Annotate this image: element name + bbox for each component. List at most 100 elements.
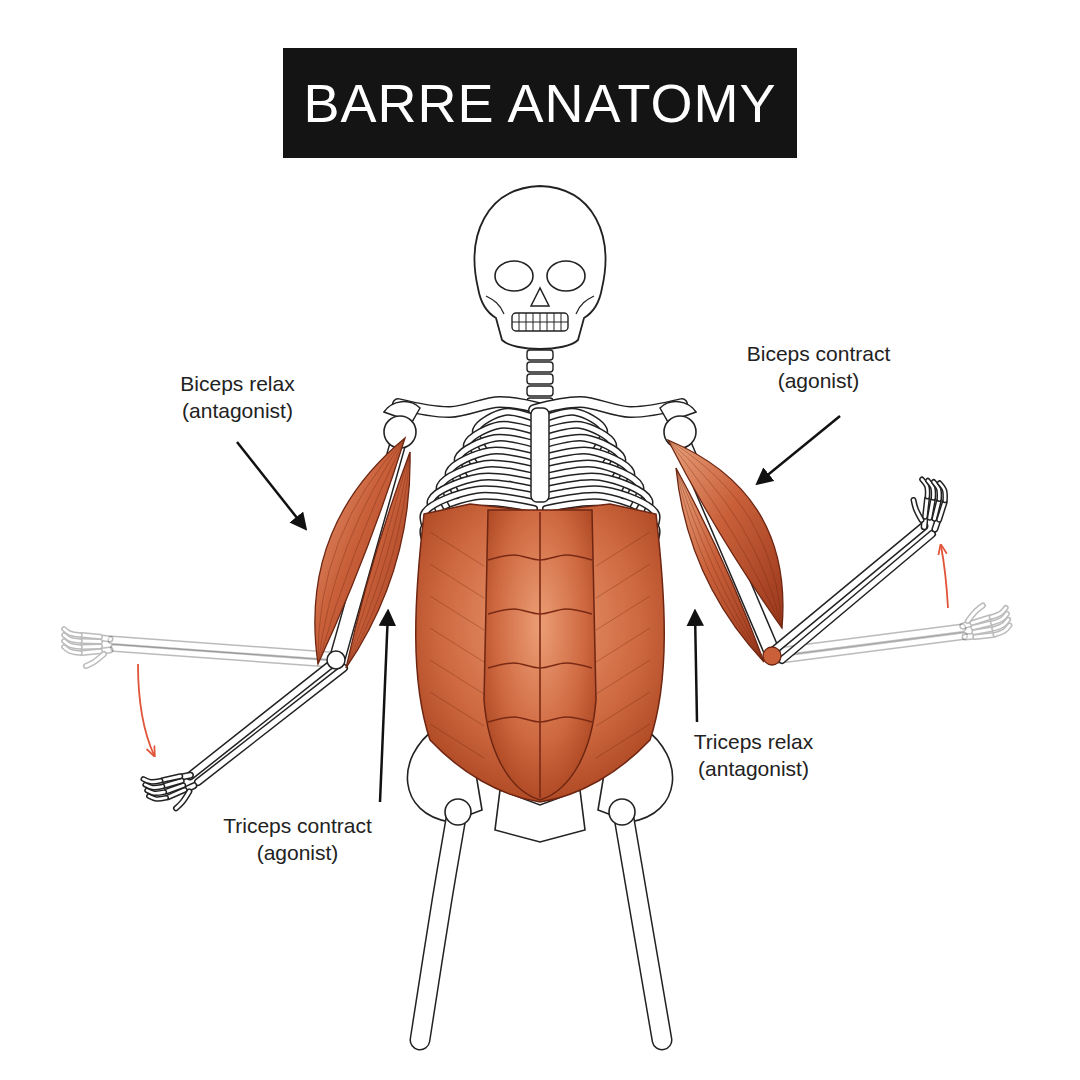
carpal <box>935 521 938 529</box>
biceps-muscle <box>318 438 405 664</box>
oblique-muscle <box>416 504 665 802</box>
elbow-joint <box>763 647 781 665</box>
forearm-bone <box>190 662 334 776</box>
leader-arrow <box>758 416 840 483</box>
finger <box>143 774 160 786</box>
carpal <box>102 638 110 639</box>
finger <box>64 629 80 635</box>
finger <box>143 774 160 786</box>
skull <box>512 313 568 331</box>
skull <box>475 186 606 349</box>
ghost-hand <box>959 601 1010 641</box>
metacarpal <box>82 635 100 637</box>
biceps-muscle <box>315 438 405 664</box>
metacarpal <box>163 775 181 782</box>
metacarpal <box>975 633 993 639</box>
metacarpal <box>82 651 100 653</box>
muscle-fiber <box>430 596 484 630</box>
hand <box>143 765 198 815</box>
thumb <box>965 605 985 620</box>
muscle-fiber <box>596 564 650 598</box>
carpal <box>965 635 973 638</box>
metacarpal <box>82 651 100 653</box>
carpal <box>102 638 110 639</box>
skull <box>475 186 606 349</box>
metacarpal <box>82 651 100 653</box>
metacarpal <box>974 629 992 633</box>
metacarpal <box>974 629 992 633</box>
femur <box>624 818 662 1040</box>
carpal <box>965 635 973 638</box>
femur <box>624 818 662 1040</box>
muscle-fiber <box>596 660 650 694</box>
femur-head <box>609 799 635 825</box>
ghost-forearm-bone <box>114 648 334 664</box>
finger <box>936 483 948 501</box>
metacarpal <box>939 502 945 520</box>
motion-arrow <box>941 546 948 608</box>
carpal <box>102 650 110 651</box>
linea-alba <box>539 512 541 798</box>
carpal <box>963 623 971 626</box>
finger <box>64 629 80 635</box>
forearm-bone <box>190 662 334 776</box>
motion-arrow <box>138 546 948 755</box>
hand <box>908 478 948 529</box>
thumb <box>910 500 925 520</box>
femur <box>420 818 456 1040</box>
muscle-fiber <box>596 692 650 726</box>
thumb <box>86 654 104 666</box>
elbow-joint <box>327 651 345 669</box>
carpal <box>935 521 938 529</box>
rectus-abdominis <box>484 510 596 800</box>
forearm-bone <box>198 668 344 782</box>
carpal <box>935 521 938 529</box>
metacarpal <box>975 633 993 639</box>
title: BARRE ANATOMY <box>283 48 797 158</box>
finger <box>936 483 948 501</box>
metacarpal <box>82 640 100 644</box>
metacarpal <box>163 775 181 782</box>
metacarpal <box>974 629 992 633</box>
vertebra <box>527 350 553 360</box>
forearm-bone <box>772 526 924 652</box>
metacarpal <box>939 502 945 520</box>
thumb <box>172 791 193 808</box>
skull <box>547 261 585 291</box>
muscle-fiber <box>430 532 484 566</box>
thumb <box>910 500 925 520</box>
forearm-bone <box>772 526 924 652</box>
carpal <box>963 623 971 626</box>
metacarpal <box>163 775 181 782</box>
motion-arrow <box>138 664 154 755</box>
carpal <box>102 650 110 651</box>
femur-head <box>445 799 471 825</box>
ghost-hand <box>64 629 110 666</box>
carpal <box>102 650 110 651</box>
carpal <box>963 623 971 626</box>
femur <box>624 818 662 1040</box>
skull <box>512 313 568 331</box>
biceps-muscle <box>668 440 783 628</box>
muscle-fiber <box>430 724 484 758</box>
forearm-bone <box>772 526 924 652</box>
thumb <box>965 605 985 620</box>
biceps-muscle <box>668 440 782 628</box>
leader-arrow <box>237 442 305 528</box>
vertebra <box>527 386 553 396</box>
muscle-label: Triceps relax (antagonist) <box>661 728 846 783</box>
biceps-muscle <box>668 440 783 628</box>
femur <box>420 818 456 1040</box>
metacarpal <box>82 635 100 637</box>
muscle-fiber <box>430 628 484 662</box>
sternum <box>531 408 549 502</box>
skeleton <box>143 350 948 815</box>
finger <box>64 629 80 635</box>
metacarpal <box>82 645 100 649</box>
carpal <box>183 774 191 777</box>
carpal <box>102 638 110 639</box>
carpal <box>183 774 191 777</box>
skull <box>495 261 533 291</box>
